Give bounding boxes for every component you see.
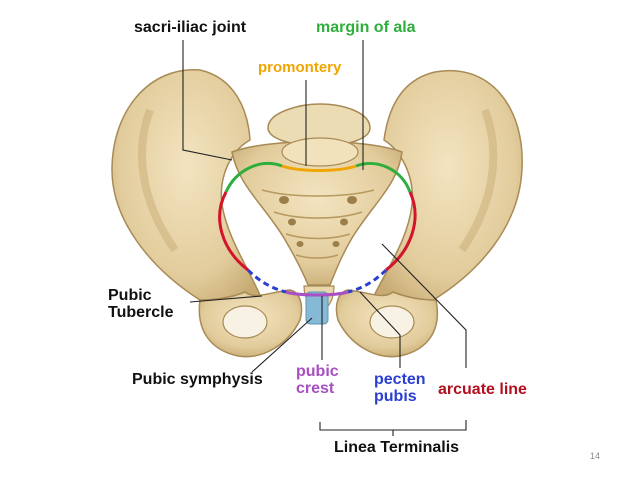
label-promontery: promontery (258, 59, 342, 76)
arcuate-line-left (218, 191, 249, 272)
label-pubic-crest-line2: crest (296, 379, 335, 397)
margin-of-ala-left-line (224, 162, 283, 193)
label-pecten-line2: pubis (374, 387, 417, 405)
linea-terminalis-bracket (319, 420, 467, 431)
label-pubic-crest-line1: pubic (296, 363, 339, 380)
left-ilium (111, 69, 263, 314)
arcuate-line-right (385, 191, 417, 272)
promontery-line (281, 164, 357, 172)
label-pecten-pubis: pecten pubis (374, 371, 426, 406)
leader-arcuate (381, 243, 467, 368)
page-number: 14 (590, 451, 601, 461)
pecten-pubis-left (246, 268, 287, 294)
pecten-pubis-right (347, 268, 388, 294)
label-pubic-crest: pubic crest (296, 363, 339, 398)
leader-pubic-symphysis (251, 317, 313, 373)
right-ilium (371, 69, 523, 313)
leader-sacroiliac (182, 40, 233, 161)
label-pubic-symphysis: Pubic symphysis (132, 371, 263, 388)
leader-pubic-tubercle (189, 295, 263, 303)
label-pubic-tubercle-line2: Tubercle (108, 303, 174, 321)
label-sacroiliac-joint: sacri-iliac joint (134, 19, 247, 36)
leader-pecten (359, 291, 401, 368)
label-pubic-tubercle-line1: Pubic (108, 287, 152, 304)
label-pecten-line1: pecten (374, 371, 426, 388)
margin-of-ala-right-line (355, 162, 412, 193)
label-linea-terminalis: Linea Terminalis (334, 439, 460, 456)
pubic-crest-line (285, 290, 349, 297)
label-pubic-tubercle: Pubic Tubercle (108, 287, 174, 322)
label-margin-of-ala: margin of ala (316, 19, 416, 36)
label-arcuate-line: arcuate line (438, 381, 527, 398)
pubic-symphysis-cartilage (305, 291, 329, 325)
